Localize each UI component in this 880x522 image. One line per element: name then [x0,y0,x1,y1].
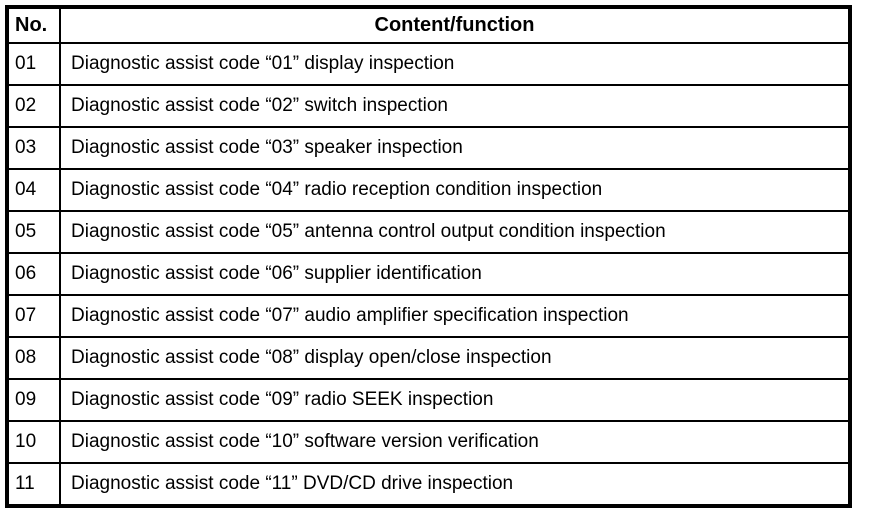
row-number-cell: 10 [6,420,61,464]
row-content-cell: Diagnostic assist code “04” radio recept… [59,168,851,212]
table-row: 09 Diagnostic assist code “09” radio SEE… [6,378,851,422]
row-content-cell: Diagnostic assist code “09” radio SEEK i… [59,378,851,422]
row-content-cell: Diagnostic assist code “11” DVD/CD drive… [59,462,851,507]
row-content-cell: Diagnostic assist code “06” supplier ide… [59,252,851,296]
row-number-cell: 05 [6,210,61,254]
row-number-cell: 02 [6,84,61,128]
row-number-cell: 11 [6,462,61,507]
row-content-cell: Diagnostic assist code “02” switch inspe… [59,84,851,128]
row-content-cell: Diagnostic assist code “07” audio amplif… [59,294,851,338]
row-number-cell: 03 [6,126,61,170]
row-content-cell: Diagnostic assist code “05” antenna cont… [59,210,851,254]
row-number-cell: 09 [6,378,61,422]
table-row: 01 Diagnostic assist code “01” display i… [6,42,851,86]
table-row: 05 Diagnostic assist code “05” antenna c… [6,210,851,254]
diagnostic-assist-code-table: No. Content/function 01 Diagnostic assis… [5,5,852,508]
table-row: 03 Diagnostic assist code “03” speaker i… [6,126,851,170]
table-row: 08 Diagnostic assist code “08” display o… [6,336,851,380]
table-row: 04 Diagnostic assist code “04” radio rec… [6,168,851,212]
table-row: 10 Diagnostic assist code “10” software … [6,420,851,464]
row-number-cell: 08 [6,336,61,380]
row-number-cell: 01 [6,42,61,86]
table-row: 07 Diagnostic assist code “07” audio amp… [6,294,851,338]
table-row: 06 Diagnostic assist code “06” supplier … [6,252,851,296]
row-content-cell: Diagnostic assist code “08” display open… [59,336,851,380]
table-row: 02 Diagnostic assist code “02” switch in… [6,84,851,128]
table-body: 01 Diagnostic assist code “01” display i… [6,42,851,507]
row-number-cell: 04 [6,168,61,212]
row-number-cell: 06 [6,252,61,296]
row-content-cell: Diagnostic assist code “01” display insp… [59,42,851,86]
table-header: No. Content/function [6,6,851,44]
column-header-no: No. [6,6,61,44]
row-content-cell: Diagnostic assist code “03” speaker insp… [59,126,851,170]
row-number-cell: 07 [6,294,61,338]
row-content-cell: Diagnostic assist code “10” software ver… [59,420,851,464]
table-row: 11 Diagnostic assist code “11” DVD/CD dr… [6,462,851,507]
table-header-row: No. Content/function [6,6,851,44]
column-header-content: Content/function [59,6,851,44]
